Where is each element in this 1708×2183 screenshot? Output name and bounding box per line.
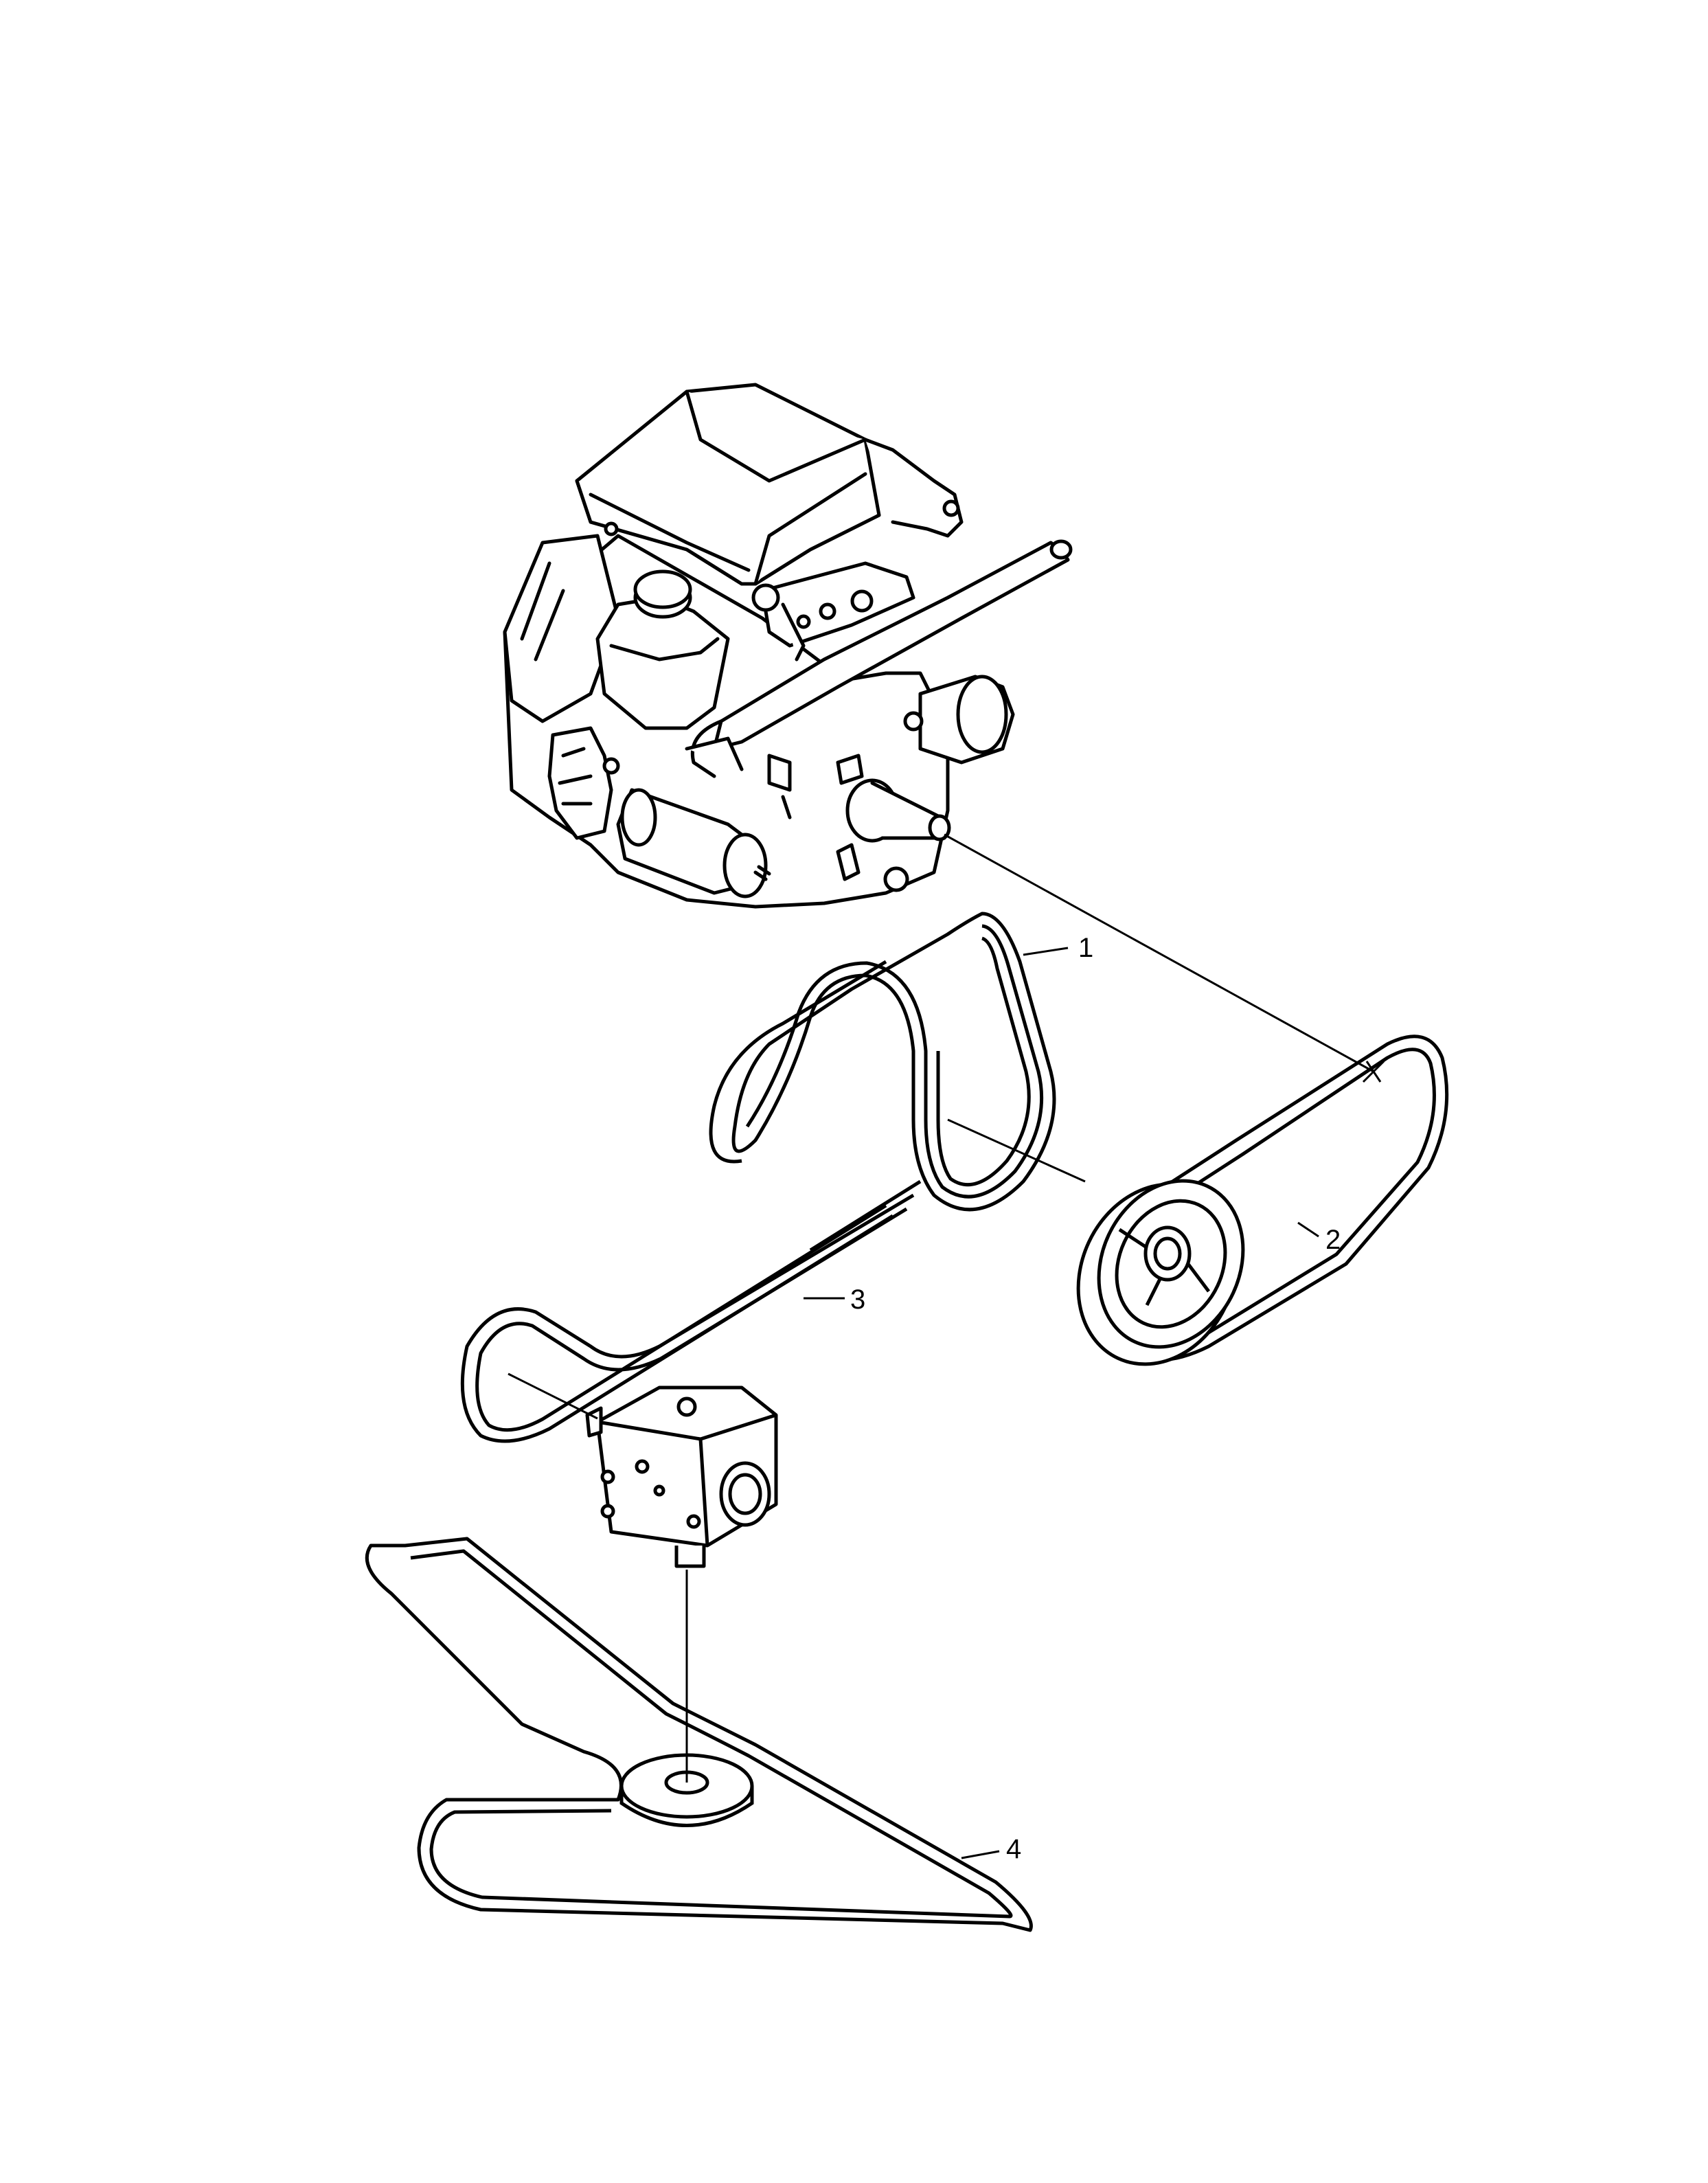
pulley-lower [619,1753,754,1827]
callouts [804,947,1319,1859]
callout-label-3: 3 [850,1285,865,1315]
gearbox [585,1385,778,1568]
callout-2-leader [1297,1221,1319,1238]
engine [503,383,1073,909]
belt-1 [709,912,1056,1212]
callout-4-leader [961,1850,1000,1859]
callout-label-1: 1 [1078,933,1093,963]
pulley-upper [1076,1179,1245,1366]
callout-label-4: 4 [1006,1834,1021,1864]
callout-label-2: 2 [1325,1225,1341,1255]
belt-4 [365,1537,1033,1932]
callout-1-leader [1023,947,1069,956]
belt-3 [460,1179,922,1443]
center-lines [508,833,1385,1783]
